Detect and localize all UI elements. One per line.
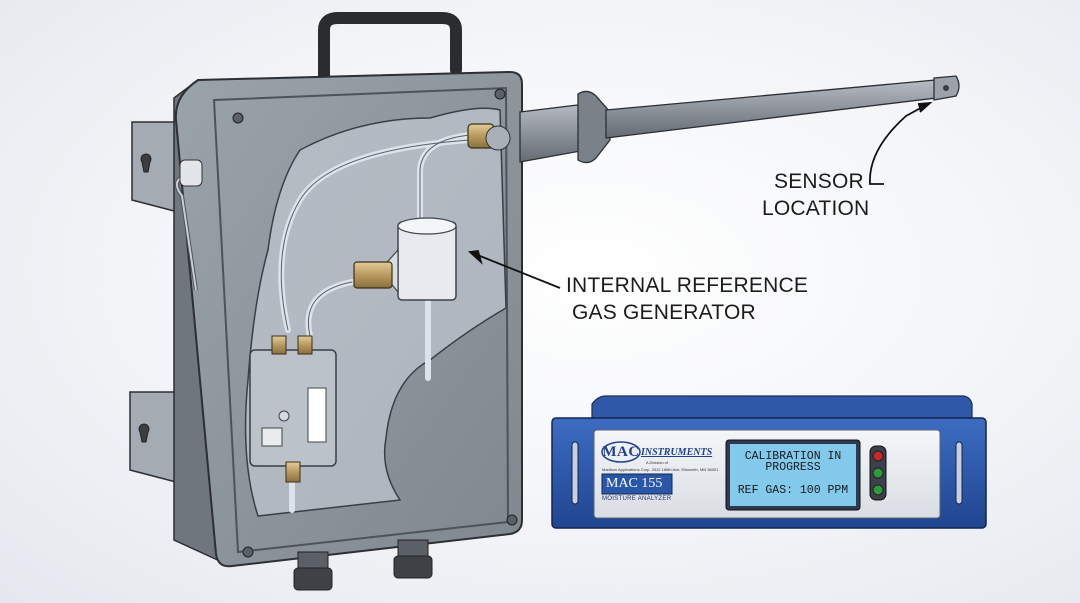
brand-name: MAC: [602, 444, 640, 460]
model-name: MAC 155: [606, 476, 663, 491]
rack-ear-left-slot: [571, 441, 579, 505]
probe-flange: [577, 90, 611, 164]
lcd-line-1: CALIBRATION IN: [744, 450, 842, 463]
lcd-line-3: REF GAS: 100 PPM: [737, 484, 849, 497]
brand-address: Madison Applications Corp. 3312 180th Av…: [602, 467, 719, 472]
reference-gas-generator: [353, 217, 457, 301]
mounting-bracket-top: [131, 121, 179, 213]
indicator-light-green: [872, 484, 884, 496]
sensor-label-line1: SENSOR: [774, 170, 864, 193]
brand-logo-oval: [601, 441, 641, 463]
lcd-screen: [730, 444, 856, 506]
sensor-leader: [869, 101, 933, 185]
sensor-label-line2: LOCATION: [762, 197, 870, 220]
brand-suffix: INSTRUMENTS: [641, 447, 713, 458]
sensor-probe: [519, 75, 960, 164]
mounting-bracket-bottom: [129, 391, 177, 483]
lid-screws: [232, 88, 518, 558]
side-cable: [174, 159, 203, 291]
brand-tagline: A Division of: [646, 460, 669, 465]
rack-analyzer: [551, 395, 987, 529]
carry-handle: [318, 12, 462, 88]
sensor-location-label: SENSOR LOCATION: [762, 168, 882, 222]
probe-fitting: [467, 123, 511, 151]
internal-label-line2: GAS GENERATOR: [572, 301, 756, 324]
probe-shaft: [605, 79, 937, 139]
generator-leader: [467, 250, 561, 289]
model-subtitle: MOISTURE ANALYZER: [602, 496, 672, 502]
internal-label-line1: INTERNAL REFERENCE: [566, 274, 809, 297]
bottom-cable-glands: [293, 539, 433, 591]
model-plate: [601, 473, 673, 495]
field-enclosure: [129, 12, 523, 591]
rack-ear-right-slot: [955, 441, 963, 505]
indicator-light-red: [872, 450, 884, 462]
indicator-light-green: [872, 467, 884, 479]
lcd-line-2: PROGRESS: [765, 461, 821, 474]
electronics-module: [249, 335, 337, 483]
internal-reference-label: INTERNAL REFERENCE GAS GENERATOR: [566, 272, 826, 326]
